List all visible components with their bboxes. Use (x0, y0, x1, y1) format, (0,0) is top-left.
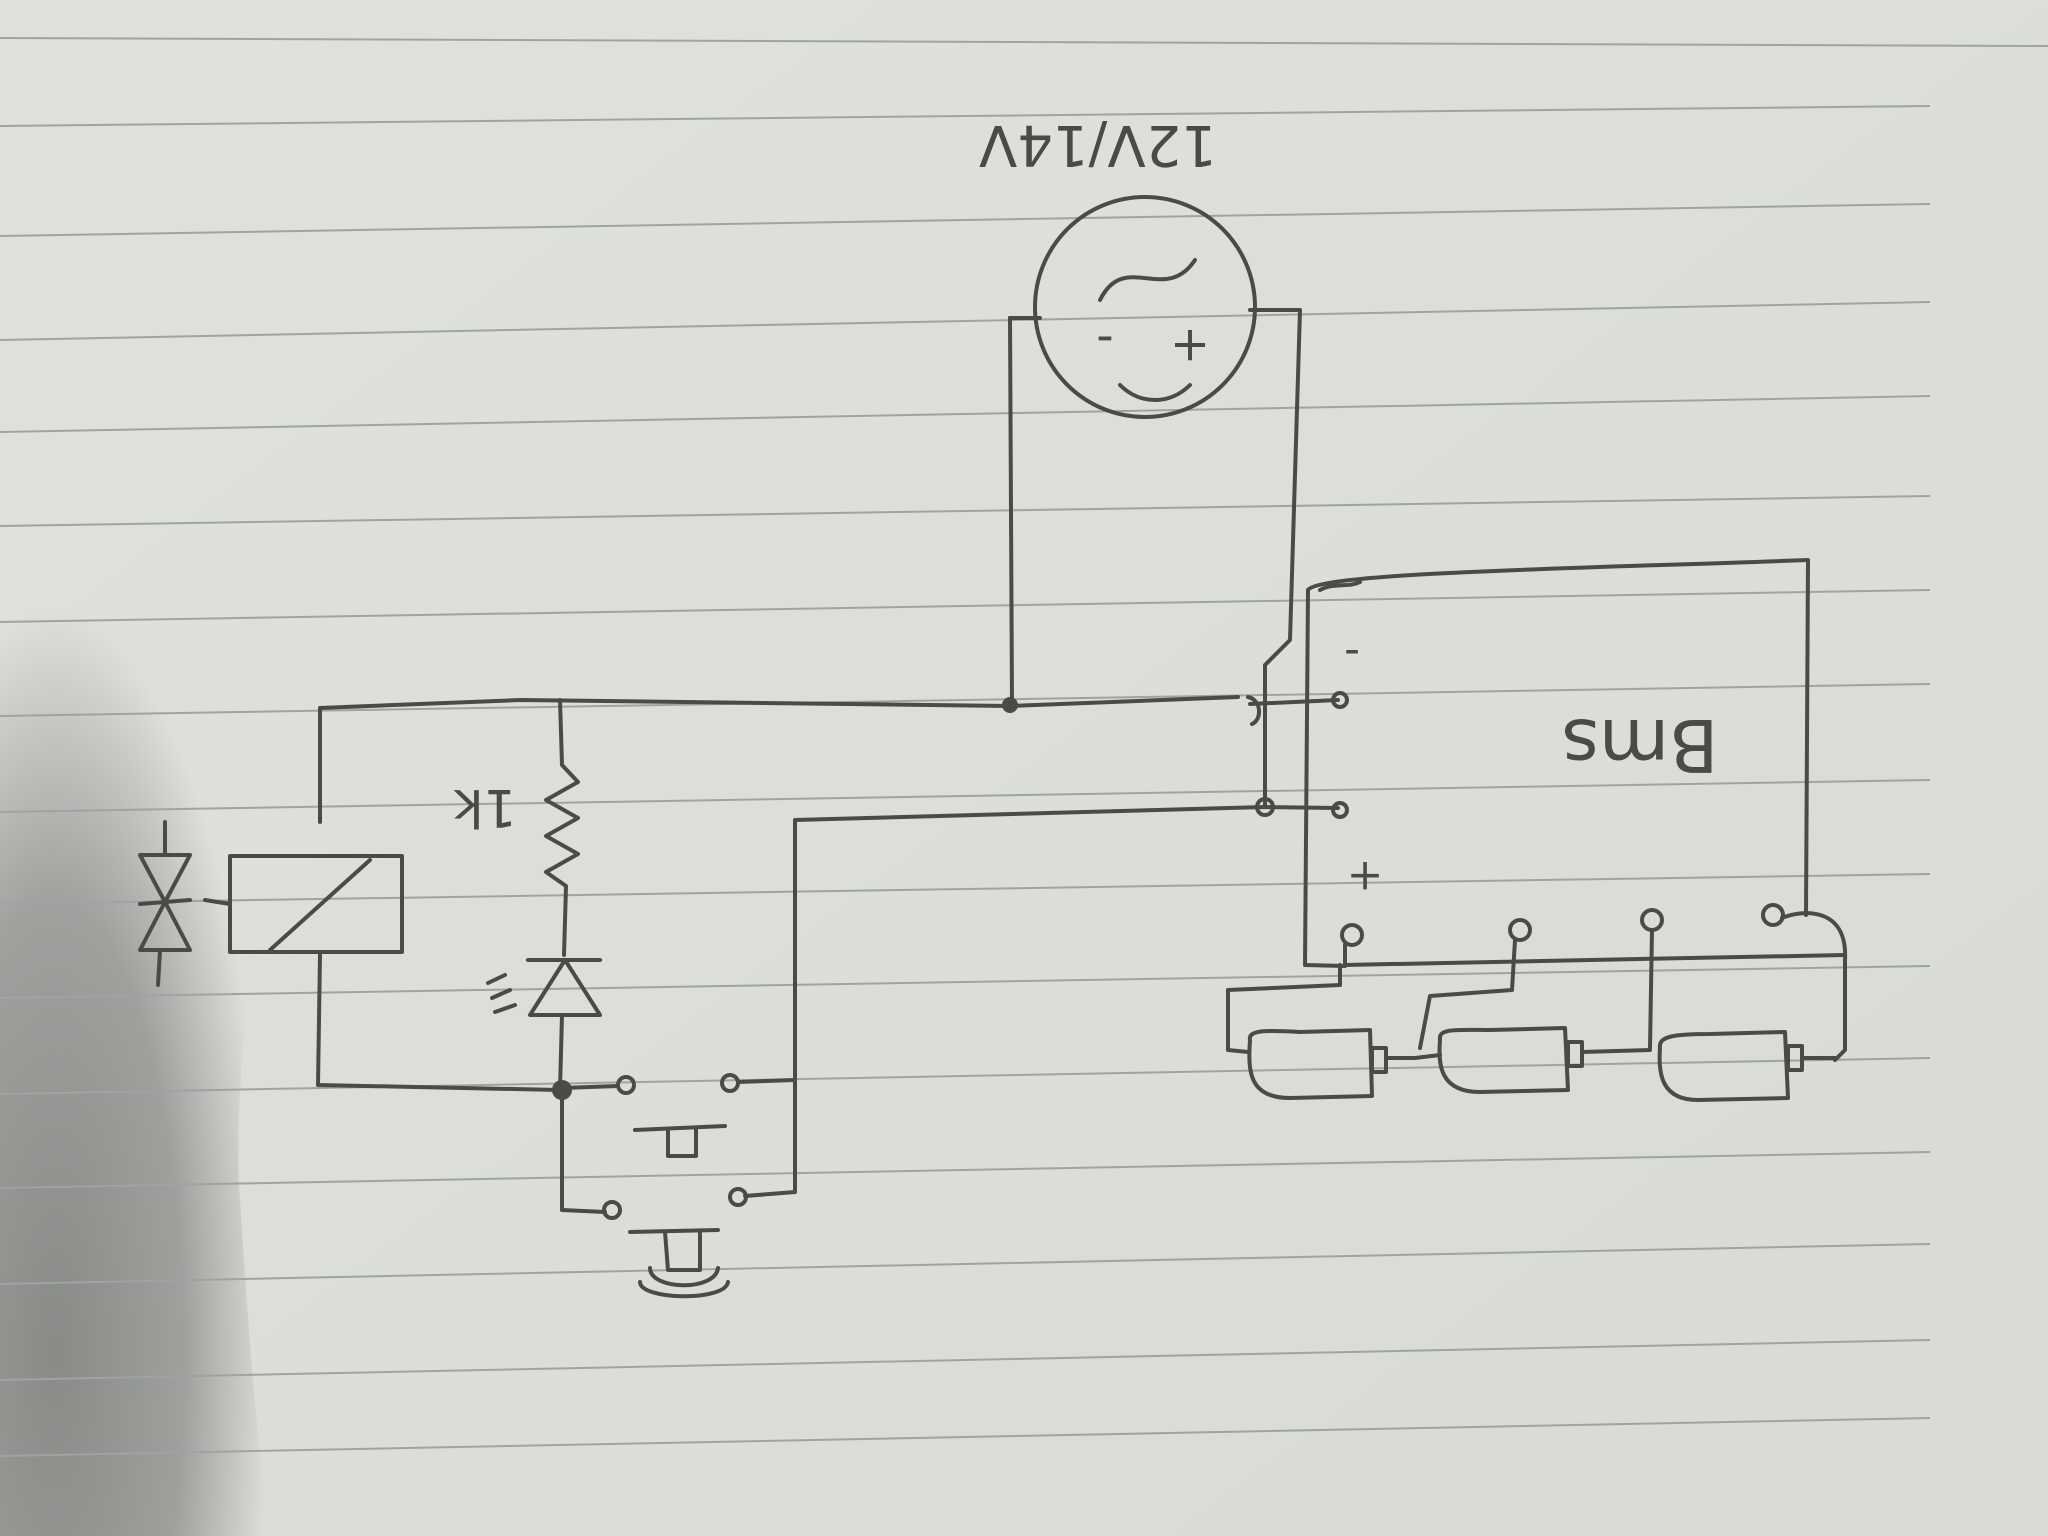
relay-coil-symbol (203, 854, 562, 1092)
hand-shadow (0, 608, 270, 1536)
bms-label: Bms (1561, 703, 1718, 787)
battery-cell-3 (1413, 1030, 1837, 1102)
resistor-symbol (544, 698, 580, 957)
supply-minus-label: - (1096, 313, 1113, 369)
resistor-value-label: 1k (453, 777, 516, 837)
supply-plus-label: + (1170, 318, 1210, 374)
battery-cell-1 (1247, 1028, 1417, 1100)
supply-voltage-label: 12V/14V (979, 112, 1217, 177)
negative-bus-wire (318, 691, 1349, 824)
positive-bus-wire (793, 797, 1349, 1082)
circuit-ink (138, 195, 1848, 1299)
bms-plus-label: + (1347, 851, 1384, 902)
pushbutton-1-symbol (560, 1073, 797, 1158)
bms-box-outline (1303, 558, 1810, 968)
supply-wires (1008, 308, 1302, 807)
battery-cell-2 (1437, 1026, 1652, 1094)
tvs-diode-symbol (138, 820, 192, 987)
pushbutton-2-symbol (560, 1078, 797, 1299)
led-symbol (486, 958, 602, 1092)
bms-minus-label: - (1344, 629, 1360, 680)
bms-balance-taps (1226, 903, 1848, 1062)
